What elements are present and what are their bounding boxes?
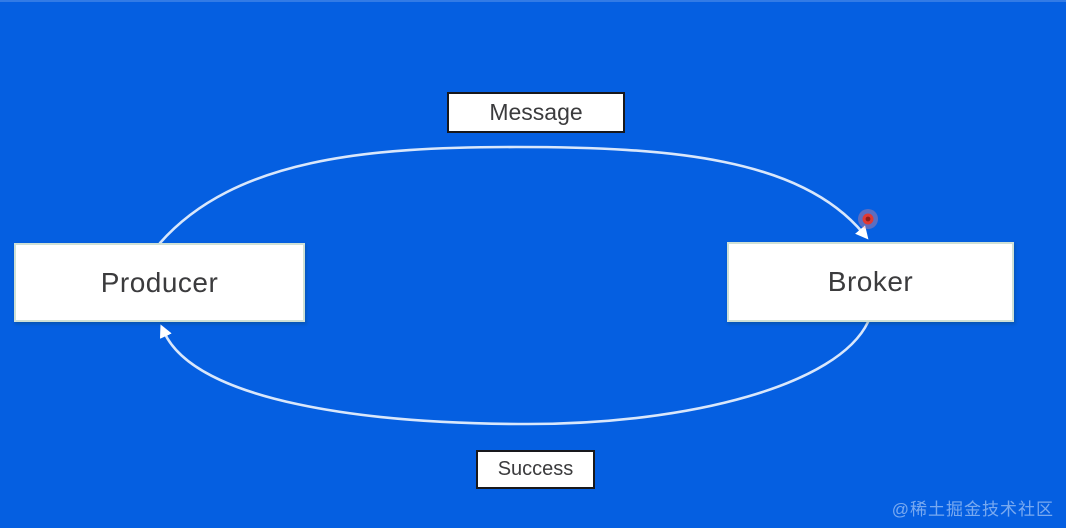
edge-label-message-text: Message (489, 99, 583, 125)
edge-label-message[interactable]: Message (447, 92, 625, 133)
success-arrow-arc (159, 320, 870, 426)
node-broker[interactable]: Broker (727, 242, 1014, 322)
node-broker-label: Broker (827, 266, 914, 297)
message-arrow-arc (158, 145, 869, 245)
watermark: @稀土掘金技术社区 (891, 500, 1054, 519)
node-producer-label: Producer (100, 266, 219, 298)
node-producer[interactable]: Producer (14, 243, 305, 322)
red-pointer-dot (858, 209, 878, 229)
edge-label-success-text: Success (497, 458, 574, 480)
edge-label-success[interactable]: Success (476, 450, 595, 489)
